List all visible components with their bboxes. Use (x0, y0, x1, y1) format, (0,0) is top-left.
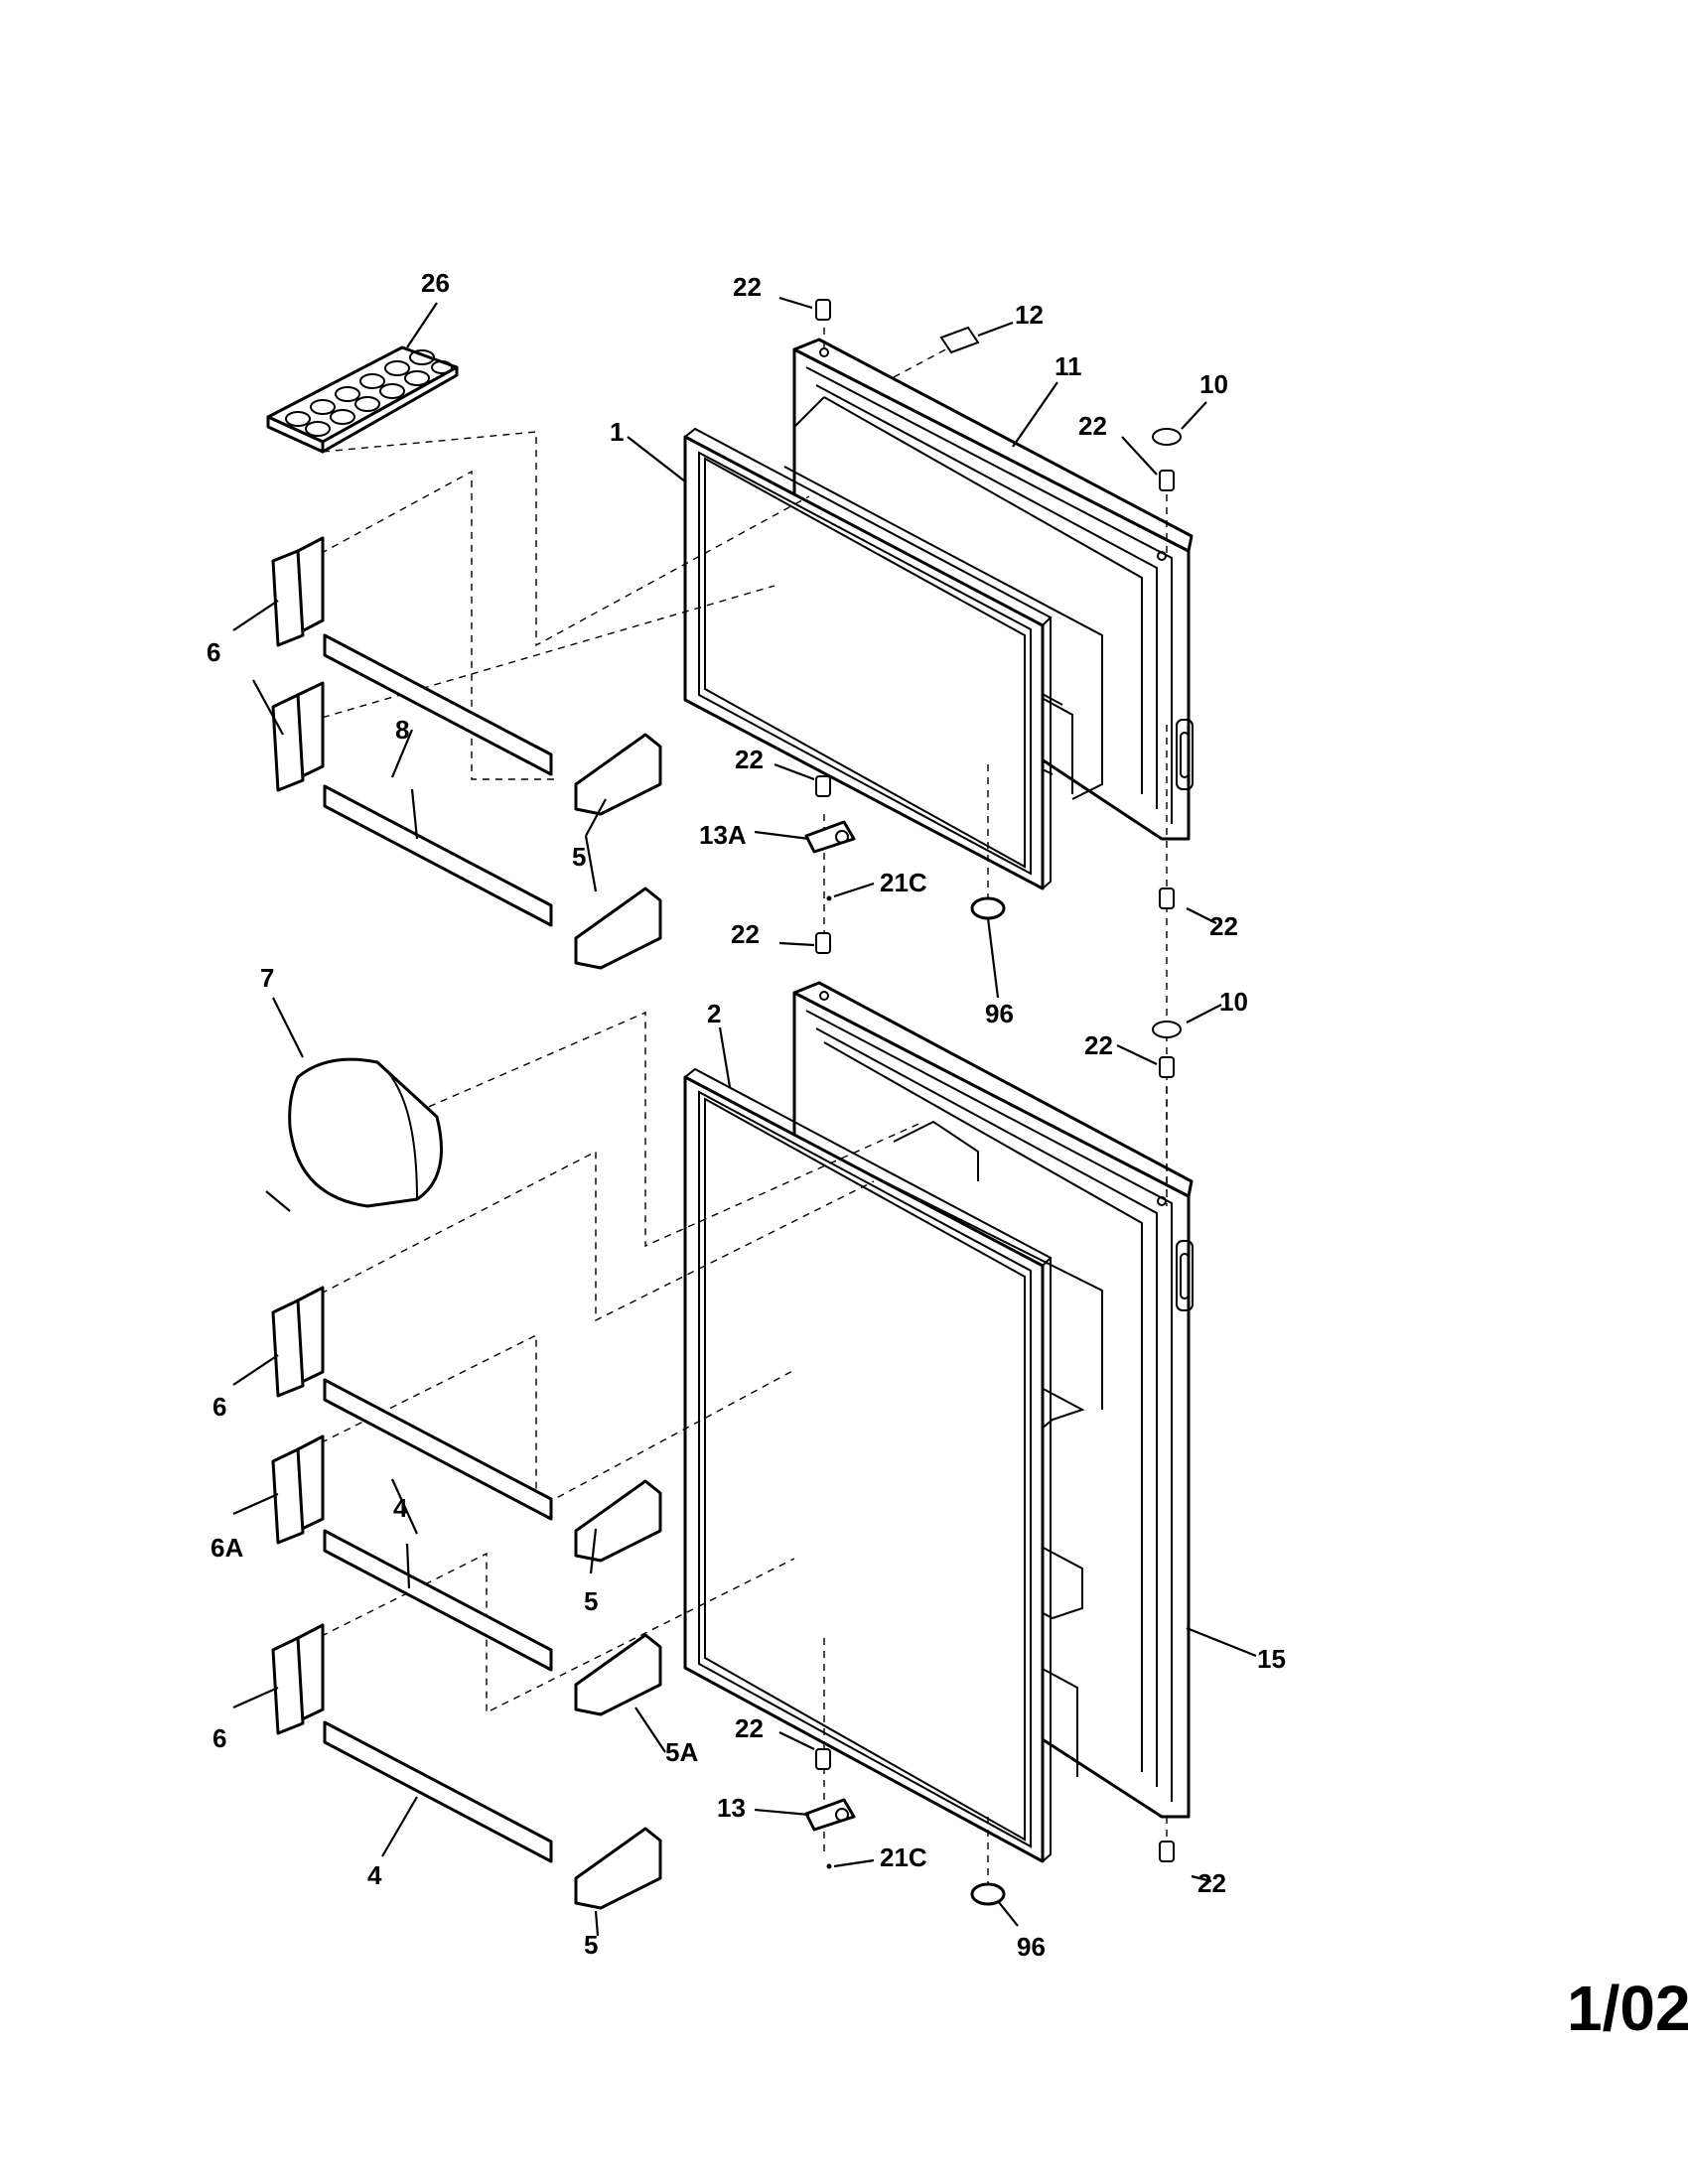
callout-13: 13 (717, 1793, 746, 1823)
callout-11: 11 (1055, 351, 1082, 381)
screws (815, 299, 1175, 1862)
hinge-plates (804, 820, 856, 1869)
callout-22: 22 (731, 919, 760, 949)
callout-4: 4 (367, 1860, 382, 1890)
callout-96: 96 (985, 999, 1014, 1028)
door-bars (323, 633, 553, 1863)
callout-15: 15 (1257, 1644, 1286, 1674)
callout-6: 6 (212, 1392, 226, 1422)
callout-5: 5 (572, 842, 586, 872)
label-12 (939, 326, 980, 354)
callout-6: 6 (212, 1723, 226, 1753)
callout-22: 22 (733, 272, 762, 302)
callout-5a: 5A (665, 1737, 698, 1767)
door-bar-right-ends (574, 733, 662, 1910)
callout-5: 5 (584, 1586, 598, 1616)
callout-22: 22 (1209, 911, 1238, 941)
callout-labels: 26 22 12 11 10 22 1 6 8 22 13A 5 21C 22 … (207, 268, 1286, 1962)
callout-4: 4 (393, 1493, 408, 1523)
callout-7: 7 (260, 963, 274, 993)
callout-10: 10 (1199, 369, 1228, 399)
callout-22: 22 (735, 745, 764, 774)
callout-22: 22 (735, 1713, 764, 1743)
leader-lines (232, 296, 1257, 1937)
door-bar-left-ends (271, 536, 325, 1735)
callout-22: 22 (1078, 411, 1107, 441)
egg-tray (266, 345, 459, 454)
callout-22: 22 (1084, 1030, 1113, 1060)
page-number: 1/02 (1567, 1973, 1688, 2044)
callout-8: 8 (395, 715, 409, 745)
callout-2: 2 (707, 999, 721, 1028)
callout-12: 12 (1015, 300, 1044, 330)
callout-26: 26 (421, 268, 450, 298)
callout-96: 96 (1017, 1932, 1046, 1962)
callout-22: 22 (1197, 1868, 1226, 1898)
dairy-compartment (288, 1057, 443, 1208)
callout-21c: 21C (880, 868, 927, 897)
fresh-food-door-gasket (683, 1067, 1053, 1863)
callout-6: 6 (207, 637, 220, 667)
callout-5: 5 (584, 1930, 598, 1960)
callout-1: 1 (610, 417, 624, 447)
freezer-door-gasket (683, 427, 1053, 890)
freezer-door (783, 338, 1194, 841)
callout-6a: 6A (211, 1533, 243, 1563)
callout-10: 10 (1219, 987, 1248, 1017)
callout-13a: 13A (699, 820, 747, 850)
callout-21c: 21C (880, 1843, 927, 1872)
